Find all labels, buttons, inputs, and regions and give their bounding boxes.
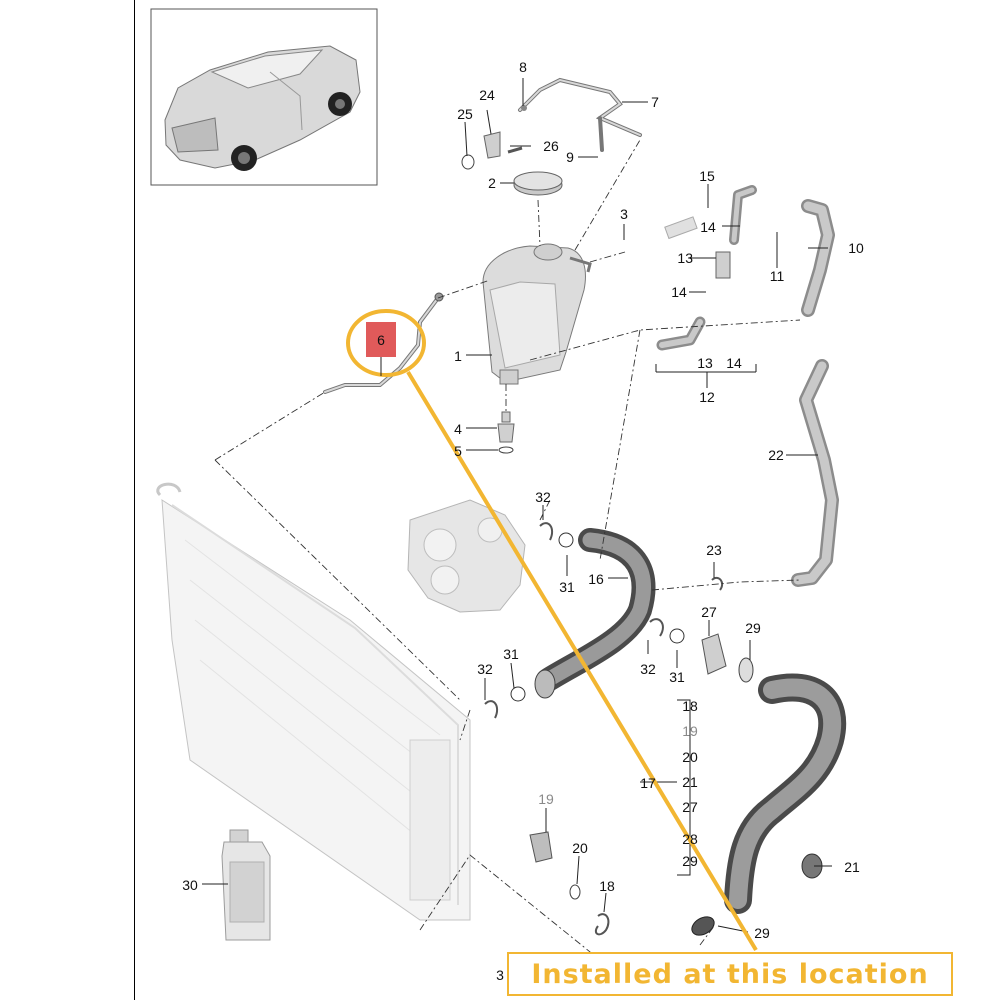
upper-radiator-hose-part [534,528,656,699]
callout-16: 16 [588,571,604,587]
installed-location-text: Installed at this location [531,958,929,990]
callout-18-group: 18 [682,698,698,714]
callout-20-group: 20 [682,749,698,765]
callout-13-group: 13 [697,355,713,371]
callout-31-hose: 31 [669,669,685,685]
callout-12: 12 [699,389,715,405]
callout-5: 5 [454,443,462,459]
heater-hose-part [656,185,835,351]
callout-19: 19 [538,791,554,807]
callout-15: 15 [699,168,715,184]
long-hose-part [791,359,839,587]
callout-19-group: 19 [682,723,698,739]
level-sensor-part [497,411,515,454]
callout-14-lower: 14 [671,284,687,300]
callout-14-group: 14 [726,355,742,371]
callout-labels: 6 1 2 3 4 5 7 8 9 10 11 12 13 14 13 14 1… [182,59,864,983]
callout-3-partial: 3 [496,967,504,983]
left-margin-rule [134,0,135,1000]
radiator-part [156,482,471,921]
expansion-tank-cap-part [513,171,563,196]
overflow-pipe-part [323,292,444,394]
small-fittings [484,522,823,936]
part-6-highlight [346,309,758,952]
assembly-lines [214,139,801,961]
callout-18: 18 [599,878,615,894]
callout-24: 24 [479,87,495,103]
callout-6: 6 [377,332,385,348]
callout-32-radiator: 32 [477,661,493,677]
callout-1: 1 [454,348,462,364]
callout-4: 4 [454,421,462,437]
callout-11: 11 [770,268,785,284]
callout-20: 20 [572,840,588,856]
callout-21: 21 [844,859,860,875]
callout-22: 22 [768,447,784,463]
leader-lines [202,78,832,933]
lower-radiator-hose-part [724,673,847,914]
installed-location-banner: Installed at this location [507,952,953,996]
callout-9: 9 [566,149,574,165]
callout-7: 7 [651,94,659,110]
callout-8: 8 [519,59,527,75]
callout-31-radiator: 31 [503,646,519,662]
callout-23: 23 [706,542,722,558]
callout-30: 30 [182,877,198,893]
callout-32-hose: 32 [640,661,656,677]
callout-32-thermostat: 32 [535,489,551,505]
callout-2: 2 [488,175,496,191]
callout-28-group: 28 [682,831,698,847]
callout-29-lower: 29 [754,925,770,941]
vent-line-part [518,77,642,152]
callout-26: 26 [543,138,559,154]
callout-27-group: 27 [682,799,698,815]
callout-10: 10 [848,240,864,256]
callout-14-upper: 14 [700,219,716,235]
callout-21-group: 21 [682,774,698,790]
callout-13: 13 [677,250,693,266]
callout-3: 3 [620,206,628,222]
callout-31-thermostat: 31 [559,579,575,595]
thermostat-housing-part [407,499,526,613]
coolant-bottle-part [221,829,271,941]
callout-29-group: 29 [682,853,698,869]
callout-25: 25 [457,106,473,122]
vehicle-thumbnail [150,8,378,186]
callout-17: 17 [640,775,656,791]
callout-29-upper: 29 [745,620,761,636]
part-6-marker [366,322,396,357]
sensor-bracket-part [461,131,523,170]
expansion-tank-part [482,243,592,385]
callout-27: 27 [701,604,717,620]
